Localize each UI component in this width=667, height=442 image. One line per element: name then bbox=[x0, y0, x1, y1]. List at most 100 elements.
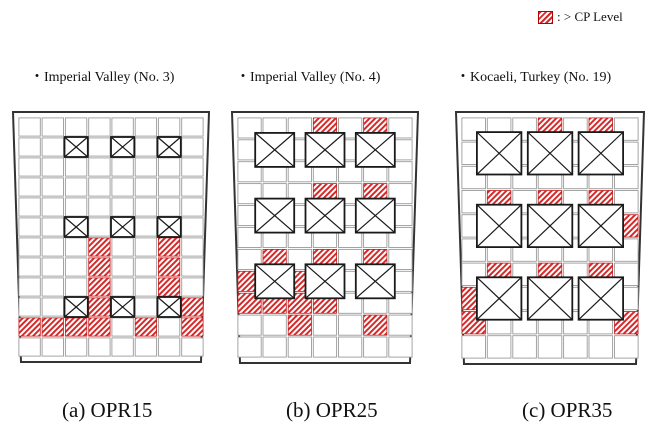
braced-bay bbox=[63, 216, 89, 238]
grid-cell bbox=[41, 277, 64, 297]
grid-cell bbox=[157, 197, 181, 217]
braced-bay bbox=[110, 136, 136, 158]
braced-bay bbox=[110, 216, 136, 238]
panel-a-title-text: Imperial Valley (No. 3) bbox=[44, 70, 175, 85]
grid-cell bbox=[287, 336, 312, 358]
grid-cell bbox=[41, 177, 64, 197]
grid-cell bbox=[181, 137, 204, 157]
braced-bay bbox=[304, 263, 346, 300]
grid-cell bbox=[134, 117, 158, 137]
grid-cell bbox=[41, 257, 64, 277]
braced-bay bbox=[526, 131, 574, 176]
grid-cell bbox=[134, 237, 158, 257]
grid-cell bbox=[181, 117, 204, 137]
grid-cell bbox=[157, 337, 181, 357]
grid-cell bbox=[18, 217, 41, 237]
braced-bay bbox=[304, 197, 346, 234]
panel-b-title-text: Imperial Valley (No. 4) bbox=[250, 70, 381, 85]
grid-cell bbox=[512, 335, 537, 359]
grid-cell bbox=[237, 314, 262, 336]
braced-bay bbox=[475, 276, 523, 321]
grid-cell bbox=[41, 157, 64, 177]
grid-cell bbox=[18, 257, 41, 277]
cp-exceeded-cell bbox=[88, 277, 111, 297]
grid-cell bbox=[41, 137, 64, 157]
grid-cell bbox=[312, 314, 338, 336]
braced-bay bbox=[354, 197, 396, 234]
bullet: ・ bbox=[456, 70, 470, 85]
braced-bay bbox=[254, 263, 296, 300]
braced-bay bbox=[577, 276, 624, 321]
braced-bay bbox=[156, 216, 182, 238]
grid-cell bbox=[88, 177, 111, 197]
grid-cell bbox=[41, 197, 64, 217]
cp-exceeded-cell bbox=[18, 317, 41, 337]
cp-exceeded-cell bbox=[157, 257, 181, 277]
grid-cell bbox=[18, 117, 41, 137]
grid-cell bbox=[363, 336, 388, 358]
grid-cell bbox=[111, 257, 134, 277]
grid-cell bbox=[18, 197, 41, 217]
grid-cell bbox=[18, 137, 41, 157]
grid-cell bbox=[181, 217, 204, 237]
cp-exceeded-cell bbox=[134, 317, 157, 337]
grid-cell bbox=[537, 335, 563, 359]
panel-b-caption: (b) OPR25 bbox=[286, 398, 378, 422]
panel-b-title: ・Imperial Valley (No. 4) bbox=[236, 66, 380, 86]
grid-cell bbox=[312, 336, 338, 358]
grid-cell bbox=[486, 335, 512, 359]
grid-cell bbox=[181, 177, 204, 197]
grid-cell bbox=[134, 337, 158, 357]
grid-cell bbox=[18, 297, 41, 317]
cp-exceeded-cell bbox=[181, 297, 204, 317]
grid-cell bbox=[563, 335, 588, 359]
grid-cell bbox=[262, 314, 287, 336]
braced-bay bbox=[156, 296, 182, 318]
braced-bay bbox=[254, 131, 296, 168]
grid-cell bbox=[181, 157, 204, 177]
grid-cell bbox=[88, 157, 111, 177]
grid-cell bbox=[181, 237, 204, 257]
cp-exceeded-cell bbox=[88, 317, 111, 337]
braced-bay bbox=[110, 296, 136, 318]
cp-exceeded-cell bbox=[88, 257, 111, 277]
panel-a-caption: (a) OPR15 bbox=[62, 398, 153, 422]
grid-cell bbox=[18, 237, 41, 257]
grid-cell bbox=[64, 197, 88, 217]
cp-exceeded-cell bbox=[88, 237, 111, 257]
grid-cell bbox=[88, 197, 111, 217]
panel-c-title: ・Kocaeli, Turkey (No. 19) bbox=[456, 66, 611, 86]
braced-bay bbox=[63, 136, 89, 158]
grid-cell bbox=[614, 335, 639, 359]
grid-cell bbox=[134, 277, 158, 297]
grid-cell bbox=[18, 157, 41, 177]
grid-cell bbox=[134, 177, 158, 197]
braced-bay bbox=[304, 131, 346, 168]
grid-cell bbox=[111, 177, 134, 197]
grid-cell bbox=[181, 197, 204, 217]
grid-cell bbox=[111, 337, 134, 357]
grid-cell bbox=[181, 337, 204, 357]
grid-cell bbox=[41, 117, 64, 137]
grid-cell bbox=[111, 197, 134, 217]
braced-bay bbox=[354, 131, 396, 168]
legend-hatch-swatch bbox=[538, 10, 553, 24]
bullet: ・ bbox=[30, 70, 44, 85]
grid-cell bbox=[588, 335, 614, 359]
grid-cell bbox=[88, 337, 111, 357]
grid-cell bbox=[262, 336, 287, 358]
braced-bay bbox=[254, 197, 296, 234]
legend-label: : > CP Level bbox=[557, 9, 623, 24]
braced-bay bbox=[475, 203, 523, 248]
braced-bay bbox=[526, 203, 574, 248]
grid-cell bbox=[18, 337, 41, 357]
cp-exceeded-cell bbox=[41, 317, 64, 337]
grid-cell bbox=[181, 277, 204, 297]
grid-cell bbox=[18, 277, 41, 297]
grid-cell bbox=[18, 177, 41, 197]
grid-cell bbox=[41, 337, 64, 357]
grid-cell bbox=[338, 314, 363, 336]
